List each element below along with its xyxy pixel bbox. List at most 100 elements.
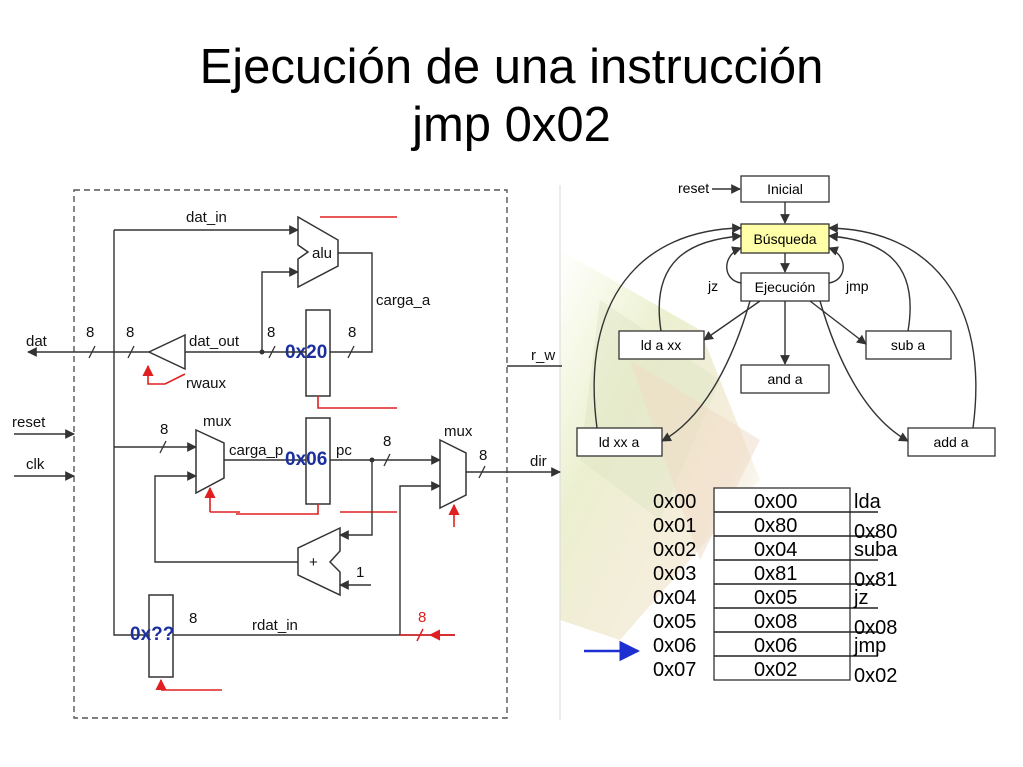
memory-note: 0x80 [854,521,897,543]
memory-value: 0x81 [754,563,797,585]
memory-row: 0x00 0x00 lda [653,491,882,513]
dat-in-bus [113,230,455,636]
clk-label: clk [26,456,45,473]
pc-label: pc [336,442,352,459]
memory-note: 0x02 [854,665,897,687]
alu-out-tick [347,345,355,359]
state-sub-a-label: sub a [891,337,925,353]
jz-label: jz [707,278,718,294]
memory-row: 0x07 0x02 0x02 [653,659,897,687]
memory-value: 0x80 [754,515,797,537]
ejecucion-to-ld-xx-a [661,300,751,442]
reset-transition-label: reset [678,180,709,196]
pc-junction [369,457,375,463]
mid-bus-tick [127,345,135,359]
memory-row: 0x05 0x08 0x08 [653,611,897,639]
memory-address: 0x05 [653,611,696,633]
memory-address: 0x06 [653,635,696,657]
pc-out-width: 8 [383,433,391,450]
rdat-width: 8 [418,609,426,626]
ir-width: 8 [189,610,197,627]
sub-a-to-busqueda [828,231,911,332]
memory-value: 0x04 [754,539,797,561]
state-and-a [740,364,830,394]
junction-dot [259,349,265,355]
ir-register [148,594,174,678]
rwaux-wire [142,364,186,385]
acc-feedback-wire [261,267,299,352]
mux-in-tick [159,440,167,454]
right-mux [439,438,467,510]
memory-address: 0x03 [653,563,696,585]
alu-out-width: 8 [348,324,356,341]
adder-block [297,526,341,597]
dir-label: dir [530,453,547,470]
rdat-in-label: rdat_in [252,617,298,634]
state-sub-a [865,330,952,360]
left-mux-label: mux [203,413,232,430]
pc-to-adder [339,460,373,540]
memory-note: suba [854,539,898,561]
state-inicial-label: Inicial [767,181,803,197]
memory-value: 0x02 [754,659,797,681]
memory-row: 0x03 0x81 0x81 [653,563,897,591]
state-and-a-label: and a [767,371,802,387]
carga-p-label: carga_p [229,442,283,459]
title-line-1: Ejecución de una instrucción [199,40,824,94]
state-ld-a-xx-label: ld a xx [641,337,681,353]
dir-tick [478,465,486,479]
state-busqueda [740,223,830,254]
pc-out-tick [383,453,391,467]
adder-plus: + [309,554,318,571]
output-buffer [147,333,186,371]
memory-note: 0x08 [854,617,897,639]
state-ld-xx-a-label: ld xx a [599,434,640,450]
memory-value: 0x05 [754,587,797,609]
title-line-2: jmp 0x02 [412,98,611,152]
acc-clk-wire [317,396,397,409]
memory-row: 0x02 0x04 suba [653,539,898,561]
pc-value: 0x06 [285,449,327,470]
adder-feedback-wire [154,471,298,563]
jmp-label: jmp [845,278,869,294]
ejecucion-to-add-a [819,300,909,442]
rwaux-label: rwaux [186,375,227,392]
memory-address: 0x00 [653,491,696,513]
state-add-a-label: add a [933,434,968,450]
memory-address: 0x02 [653,539,696,561]
state-busqueda-label: Búsqueda [753,231,816,247]
mux-in-width: 8 [160,421,168,438]
fsm-diagram: reset Inicial Búsqueda Ejecución jz jmp … [576,175,996,457]
memory-note: lda [854,491,882,513]
ejecucion-to-sub-a [809,300,867,345]
rdat-tick [416,628,424,642]
slide-title: Ejecución de una instrucción jmp 0x02 [0,38,1023,154]
adder-one: 1 [356,564,364,581]
memory-note: 0x81 [854,569,897,591]
carga-a-label: carga_a [376,292,431,309]
state-ejecucion-label: Ejecución [755,279,816,295]
memory-value: 0x00 [754,491,797,513]
left-mux [195,428,225,495]
ejecucion-to-ld-a-xx [703,300,761,341]
memory-value: 0x06 [754,635,797,657]
dat-width: 8 [86,324,94,341]
state-ejecucion [740,272,830,302]
state-ld-xx-a [576,427,663,457]
r-w-label: r_w [531,347,555,364]
memory-note: jz [853,587,868,609]
alu-in-tick [268,345,276,359]
ir-value: 0x?? [130,624,174,645]
dat-label: dat [26,333,48,350]
jmp-loop [828,246,844,284]
ir-to-dir-mux [399,481,441,635]
memory-address: 0x04 [653,587,696,609]
memory-address: 0x07 [653,659,696,681]
accumulator-value: 0x20 [285,342,327,363]
memory-value: 0x08 [754,611,797,633]
pc-clk-wire [236,504,319,515]
